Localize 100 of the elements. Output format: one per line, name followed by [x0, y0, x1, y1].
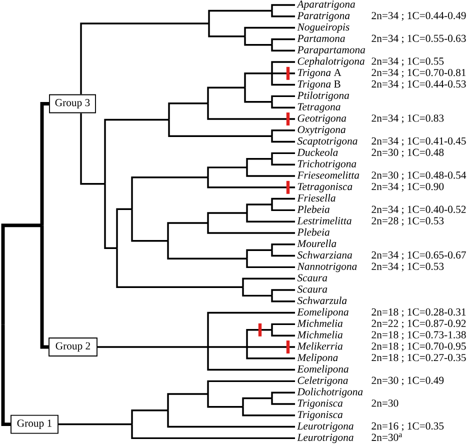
branch-line: [207, 394, 243, 408]
branch-line: [271, 61, 295, 74]
karyotype-label: 2n=34 ; 1C=0.65-0.67: [372, 251, 466, 260]
taxon-label: Dolichotrigona: [297, 388, 363, 398]
karyotype-label: 2n=18 ; 1C=0.73-1.38: [372, 331, 466, 340]
branch-line: [246, 347, 295, 360]
karyotype-label: 2n=30 ; 1C=0.48: [372, 148, 444, 158]
branch-line: [207, 103, 295, 120]
taxon-label: Schwarzula: [297, 296, 347, 304]
taxon-label: Paratrigona: [297, 12, 350, 22]
taxon-label: Frieseomelitta: [297, 171, 360, 179]
branch-line: [271, 398, 295, 405]
group-box: Group 2: [48, 338, 98, 356]
branch-line: [167, 393, 208, 410]
taxon-label: Trigonisca: [298, 411, 343, 420]
taxon-label: Leurotrigona: [297, 434, 354, 444]
branch-line: [131, 176, 208, 210]
branch-line: [116, 248, 243, 288]
taxon-label: Melikerria: [297, 342, 342, 350]
branch-line: [244, 26, 295, 36]
branch-line: [272, 72, 295, 74]
branch-line: [168, 120, 272, 137]
karyotype-label: 2n=18 ; 1C=0.27-0.35: [372, 354, 466, 363]
branch-line: [207, 86, 245, 104]
taxon-label: Michmelia: [297, 319, 342, 327]
karyotype-label: 2n=16 ; 1C=0.35: [372, 422, 444, 432]
branch-line: [104, 118, 169, 184]
branch-line: [167, 410, 295, 428]
taxon-label: Eomelipona: [297, 308, 348, 318]
taxon-label: Duckeola: [297, 148, 338, 156]
branch-line: [97, 346, 208, 348]
branch-line: [271, 296, 295, 302]
branch-line: [40, 225, 49, 349]
karyotype-label: 2n=30: [372, 400, 398, 407]
taxon-label: Nannotrigona: [297, 262, 357, 272]
branch-line: [271, 204, 295, 212]
branch-line: [246, 167, 295, 177]
branch-line: [271, 244, 295, 250]
taxon-label: Cephalotrigona: [298, 57, 364, 67]
branch-line: [247, 346, 295, 348]
taxon-label: Trigona A: [298, 69, 342, 78]
branch-line: [246, 204, 272, 214]
branch-line: [58, 423, 132, 426]
branch-line: [131, 410, 168, 424]
karyotype-label: 2n=34 ; 1C=0.53: [372, 262, 444, 272]
branch-line: [116, 208, 132, 248]
karyotype-label: 2n=34 ; 1C=0.55-0.63: [372, 34, 466, 44]
taxon-label: Scaura: [297, 274, 328, 282]
group-box: Group 3: [49, 94, 96, 114]
branch-line: [271, 289, 295, 296]
branch-line: [207, 166, 247, 178]
karyotype-label: 2n=34 ; 1C=0.70-0.81: [372, 68, 466, 78]
karyotype-label: 2n=34 ; 1C=0.44-0.49: [372, 12, 466, 21]
taxon-label: Trichotrigona: [298, 160, 356, 170]
branch-line: [244, 36, 272, 46]
karyotype-label: 2n=30 ; 1C=0.48-0.54: [372, 172, 466, 180]
branch-line: [271, 330, 295, 336]
taxon-label: Aparatrigona: [296, 0, 355, 10]
branch-line: [271, 73, 295, 86]
karyotype-label: 2n=30$^{a}$: [372, 433, 402, 441]
branch-line: [207, 212, 247, 224]
taxon-label: Plebeia: [297, 205, 330, 213]
branch-line: [104, 184, 117, 249]
branch-line: [271, 392, 295, 398]
branch-line: [208, 346, 247, 348]
branch-line: [271, 158, 295, 166]
branch-line: [244, 88, 272, 103]
taxon-label: Parapartamona: [297, 46, 366, 56]
branch-line: [271, 136, 295, 143]
branch-line: [131, 209, 168, 242]
branch-line: [246, 158, 272, 168]
branch-line: [40, 102, 50, 226]
karyotype-label: 2n=34 ; 1C=0.90: [372, 182, 444, 192]
taxon-label: Schwarziana: [297, 251, 352, 259]
group-box: Group 1: [10, 414, 58, 434]
branch-line: [242, 278, 295, 288]
branch-line: [207, 347, 295, 371]
branch-line: [246, 329, 272, 347]
branch-line: [167, 240, 247, 260]
branch-line: [246, 249, 272, 259]
branch-line: [242, 287, 272, 297]
branch-line: [242, 406, 295, 416]
karyotype-label: 2n=34 ; 1C=0.44-0.53: [372, 80, 466, 90]
branch-line: [1, 324, 11, 426]
taxon-label: Nogueiropis: [297, 23, 350, 33]
taxon-label: Partamona: [297, 34, 345, 42]
branch-line: [242, 397, 272, 407]
karyotype-label: 2n=34 ; 1C=0.83: [372, 114, 444, 124]
branch-line: [271, 198, 295, 204]
karyotype-label: 2n=34 ; 1C=0.55: [372, 58, 444, 66]
taxon-label: Geotrigona: [298, 114, 346, 124]
taxon-label: Friesella: [297, 194, 336, 202]
taxon-label: Tetragona: [298, 103, 340, 113]
branch-line: [167, 222, 208, 241]
branch-line: [244, 72, 272, 88]
taxon-label: Trigona B: [298, 80, 340, 90]
taxon-label: Oxytrigona: [298, 126, 346, 136]
taxon-label: Scaura: [297, 286, 328, 293]
branch-line: [271, 323, 295, 330]
branch-line: [246, 213, 295, 222]
